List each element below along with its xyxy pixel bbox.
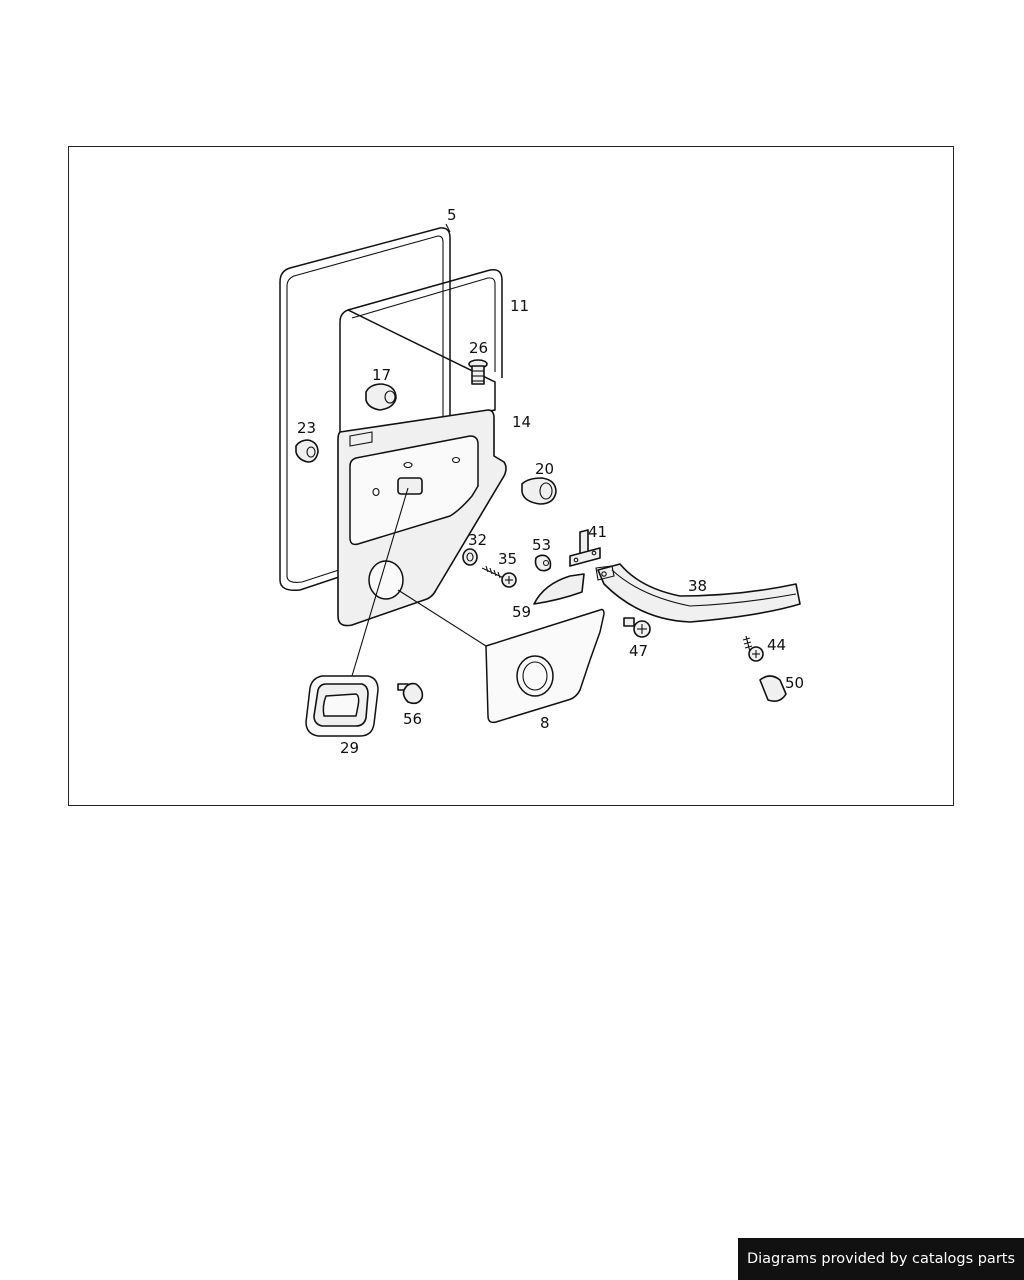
part-50-cap (759, 675, 787, 702)
callout-5: 5 (447, 206, 457, 224)
callout-29: 29 (340, 739, 359, 757)
part-53-clip (534, 554, 552, 572)
part-8-lower-panel (485, 608, 605, 724)
callout-35: 35 (498, 550, 517, 568)
part-29-grommet (305, 675, 379, 737)
callout-56: 56 (403, 710, 422, 728)
part-47-screw (623, 617, 651, 638)
footer-credit-banner: Diagrams provided by catalogs parts (738, 1238, 1024, 1280)
part-41-bracket (569, 529, 601, 567)
callout-8: 8 (540, 714, 550, 732)
part-11-inner-seal (339, 268, 503, 441)
part-26-plug (468, 359, 488, 385)
callout-38: 38 (688, 577, 707, 595)
callout-32: 32 (468, 531, 487, 549)
part-59-handle-insert (533, 573, 585, 605)
callout-14: 14 (512, 413, 531, 431)
callout-20: 20 (535, 460, 554, 478)
part-44-screw (742, 635, 764, 662)
part-17-clip (365, 383, 397, 411)
callout-17: 17 (372, 366, 391, 384)
callout-26: 26 (469, 339, 488, 357)
part-14-door-panel (337, 409, 507, 627)
part-5-door-seal (279, 227, 451, 592)
callout-59: 59 (512, 603, 531, 621)
part-32-nut (462, 548, 478, 566)
part-56-clip (397, 682, 424, 705)
callout-44: 44 (767, 636, 786, 654)
callout-50: 50 (785, 674, 804, 692)
footer-credit-text: Diagrams provided by catalogs parts (746, 1251, 1016, 1267)
callout-23: 23 (297, 419, 316, 437)
callout-47: 47 (629, 642, 648, 660)
callout-11: 11 (510, 297, 529, 315)
callout-41: 41 (588, 523, 607, 541)
part-38-armrest (595, 563, 801, 623)
part-23-clip (295, 439, 319, 463)
part-35-screw (481, 565, 517, 588)
part-20-clip (521, 477, 557, 505)
callout-53: 53 (532, 536, 551, 554)
